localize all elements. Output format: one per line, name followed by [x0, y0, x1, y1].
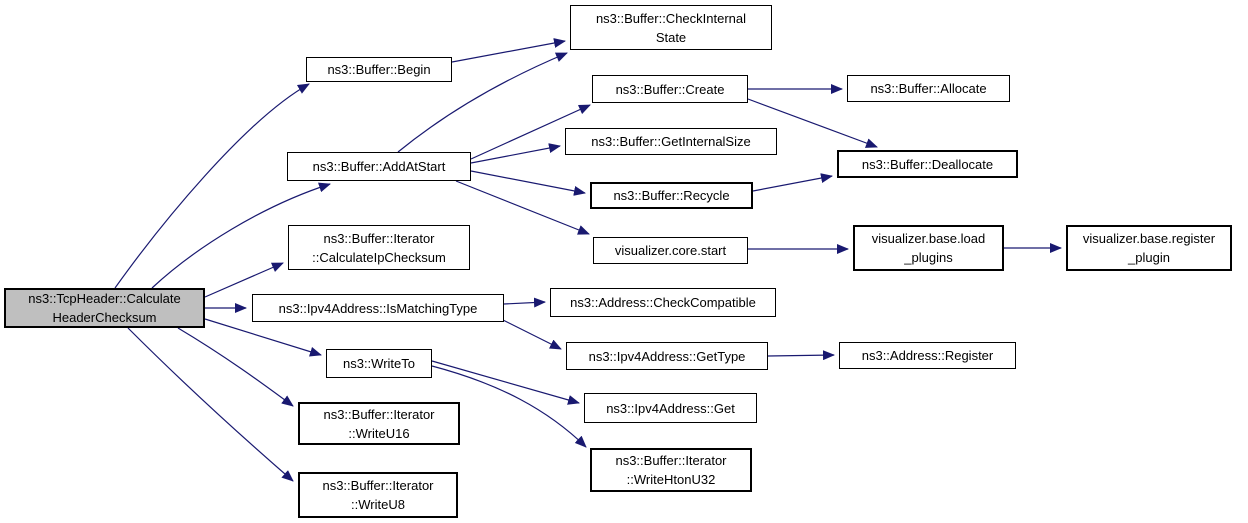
- node-create[interactable]: ns3::Buffer::Create: [592, 75, 748, 103]
- node-label-line: ns3::Buffer::Create: [615, 81, 725, 97]
- edge-is-matching-type-to-get-type: [502, 319, 562, 350]
- node-label-line: _plugin: [1128, 250, 1170, 265]
- node-begin[interactable]: ns3::Buffer::Begin: [306, 57, 452, 82]
- node-label-line: visualizer.base.load: [871, 231, 986, 246]
- edge-is-matching-type-to-check-compatible: [503, 297, 546, 308]
- node-label-line: ns3::Address::Register: [861, 348, 994, 363]
- node-add-at-start[interactable]: ns3::Buffer::AddAtStart: [287, 152, 471, 181]
- node-label-line: ns3::Buffer::Begin: [327, 62, 431, 77]
- node-label-line: ns3::Ipv4Address::IsMatchingType: [278, 300, 478, 316]
- edge-add-at-start-to-viz-start: [455, 180, 590, 235]
- node-write-to[interactable]: ns3::WriteTo: [326, 349, 432, 378]
- edge-get-type-to-register: [767, 350, 835, 361]
- node-write-u8[interactable]: ns3::Buffer::Iterator::WriteU8: [298, 472, 458, 518]
- edge-root-to-begin: [114, 83, 310, 289]
- node-get-internal-size[interactable]: ns3::Buffer::GetInternalSize: [565, 128, 777, 155]
- edge-begin-to-check-internal-state: [451, 38, 566, 63]
- node-label-line: ns3::Ipv4Address::Get: [606, 400, 735, 416]
- node-viz-register-plugin[interactable]: visualizer.base.register _plugin: [1066, 225, 1232, 271]
- node-label-line: visualizer.core.start: [614, 243, 727, 258]
- node-label-line: ns3::Buffer::Iterator: [615, 453, 727, 468]
- edge-write-to-to-get: [431, 360, 580, 405]
- node-check-compatible[interactable]: ns3::Address::CheckCompatible: [550, 288, 776, 317]
- edge-root-to-calculate-ip-checksum: [204, 262, 284, 298]
- node-label-line: ns3::TcpHeader::Calculate: [28, 291, 181, 306]
- node-allocate[interactable]: ns3::Buffer::Allocate: [847, 75, 1010, 102]
- node-label-line: ns3::Buffer::AddAtStart: [312, 159, 446, 174]
- node-label-line: ns3::Buffer::Recycle: [613, 188, 730, 203]
- node-is-matching-type[interactable]: ns3::Ipv4Address::IsMatchingType: [252, 294, 504, 322]
- node-label-line: ::WriteU8: [351, 497, 405, 512]
- node-label-line: ns3::Address::CheckCompatible: [570, 295, 756, 310]
- node-label-line: ns3::Buffer::GetInternalSize: [591, 134, 751, 149]
- edge-recycle-to-deallocate: [752, 173, 833, 192]
- node-label-line: ns3::Buffer::Iterator: [322, 478, 434, 493]
- node-recycle[interactable]: ns3::Buffer::Recycle: [590, 182, 753, 209]
- edge-root-to-write-to: [204, 318, 322, 357]
- node-label-line: ::CalculateIpChecksum: [312, 249, 446, 265]
- node-label-line: State: [655, 29, 687, 45]
- node-deallocate[interactable]: ns3::Buffer::Deallocate: [837, 150, 1018, 178]
- node-label-line: ns3::Buffer::Iterator: [323, 230, 435, 246]
- edge-root-to-write-u8: [127, 327, 294, 482]
- node-label-line: ns3::Buffer::CheckInternal: [595, 10, 747, 26]
- node-write-u16[interactable]: ns3::Buffer::Iterator::WriteU16: [298, 402, 460, 445]
- node-label-line: ::WriteHtonU32: [626, 472, 716, 487]
- node-register[interactable]: ns3::Address::Register: [839, 342, 1016, 369]
- node-calculate-ip-checksum[interactable]: ns3::Buffer::Iterator::CalculateIpChecks…: [288, 225, 470, 270]
- node-label-line: ns3::Ipv4Address::GetType: [588, 348, 746, 364]
- edge-add-at-start-to-recycle: [470, 170, 586, 196]
- node-write-hton-u32[interactable]: ns3::Buffer::Iterator::WriteHtonU32: [590, 448, 752, 492]
- node-label-line: ns3::Buffer::Deallocate: [861, 156, 994, 172]
- node-label-line: visualizer.base.register: [1082, 231, 1216, 246]
- node-label-line: ns3::Buffer::Allocate: [870, 81, 987, 96]
- node-label-line: ::WriteU16: [348, 425, 410, 441]
- node-label-line: ns3::WriteTo: [342, 356, 415, 371]
- node-label-line: HeaderChecksum: [52, 310, 157, 325]
- node-viz-load-plugins[interactable]: visualizer.base.load _plugins: [853, 225, 1004, 271]
- node-get[interactable]: ns3::Ipv4Address::Get: [584, 393, 757, 423]
- node-label-line: _plugins: [904, 250, 953, 265]
- edge-root-to-write-u16: [177, 327, 294, 407]
- node-viz-start[interactable]: visualizer.core.start: [593, 237, 748, 264]
- node-get-type[interactable]: ns3::Ipv4Address::GetType: [566, 342, 768, 370]
- edge-add-at-start-to-get-internal-size: [470, 143, 561, 164]
- node-label-line: ns3::Buffer::Iterator: [323, 406, 435, 422]
